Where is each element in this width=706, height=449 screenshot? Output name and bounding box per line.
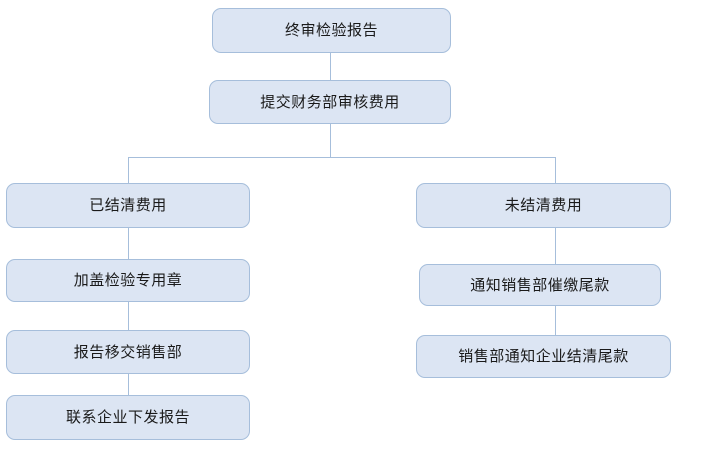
connector-stamp-to-transfer-sales: [128, 302, 129, 331]
node-label: 加盖检验专用章: [73, 271, 183, 289]
connector-notify-sales-to-sales-notify-enterprise: [555, 306, 556, 336]
connector-branch-to-unsettled: [555, 157, 556, 184]
connector-settled-to-stamp: [128, 228, 129, 260]
connector-branch-to-settled: [128, 157, 129, 184]
node-sales-notify-enterprise-settle-balance[interactable]: 销售部通知企业结清尾款: [416, 335, 671, 378]
node-label: 联系企业下发报告: [65, 408, 190, 426]
node-notify-sales-collect-balance[interactable]: 通知销售部催缴尾款: [419, 264, 661, 306]
connector-branch-bar: [128, 157, 556, 158]
connector-unsettled-to-notify-sales: [555, 228, 556, 265]
node-submit-finance-review-fee[interactable]: 提交财务部审核费用: [209, 80, 451, 124]
node-fee-unsettled[interactable]: 未结清费用: [416, 183, 671, 228]
node-transfer-report-to-sales[interactable]: 报告移交销售部: [6, 330, 250, 374]
node-label: 通知销售部催缴尾款: [470, 275, 610, 294]
node-fee-settled[interactable]: 已结清费用: [6, 183, 250, 228]
node-contact-enterprise-issue-report[interactable]: 联系企业下发报告: [6, 395, 250, 440]
node-label: 终审检验报告: [284, 21, 378, 39]
connector-final-report-to-finance-review: [330, 52, 331, 81]
node-label: 已结清费用: [89, 196, 167, 214]
node-label: 销售部通知企业结清尾款: [458, 347, 629, 365]
node-apply-inspection-seal[interactable]: 加盖检验专用章: [6, 259, 250, 302]
node-final-inspection-report[interactable]: 终审检验报告: [212, 8, 451, 53]
connector-transfer-sales-to-contact-enterprise: [128, 374, 129, 396]
node-label: 未结清费用: [504, 196, 583, 214]
connector-finance-review-to-branch: [330, 123, 331, 158]
node-label: 提交财务部审核费用: [260, 92, 400, 111]
node-label: 报告移交销售部: [73, 342, 183, 361]
